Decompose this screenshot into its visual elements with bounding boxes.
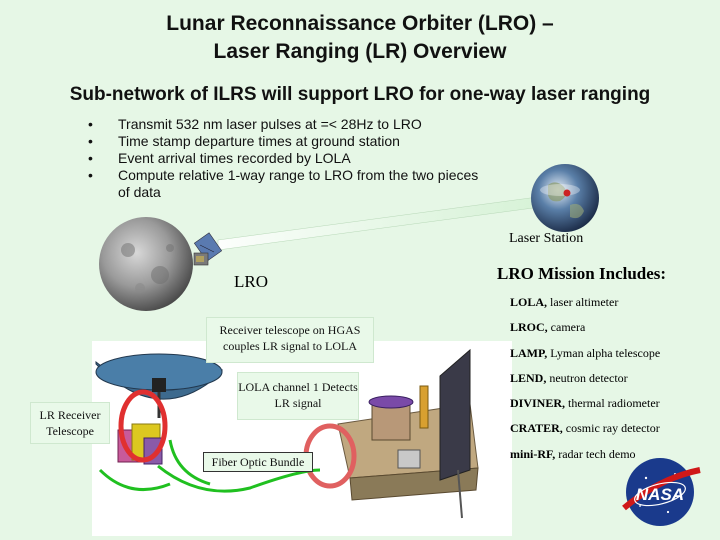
laser-station-label: Laser Station: [509, 231, 584, 246]
lr-receiver-callout: LR Receiver Telescope: [30, 402, 110, 444]
hgas-callout: Receiver telescope on HGAS couples LR si…: [206, 317, 374, 363]
lro-label: LRO: [234, 272, 268, 291]
title-line-2: Laser Ranging (LR) Overview: [213, 40, 507, 63]
moon-image: [99, 217, 193, 311]
bullet-item: Transmit 532 nm laser pulses at =< 28Hz …: [88, 116, 488, 133]
mission-item-lamp: LAMP, Lyman alpha telescope: [510, 345, 661, 360]
title-line-1: Lunar Reconnaissance Orbiter (LRO) –: [166, 12, 554, 35]
mission-item-lola: LOLA, laser altimeter: [510, 295, 619, 309]
mission-heading: LRO Mission Includes:: [497, 264, 667, 283]
mission-item-crater: CRATER, cosmic ray detector: [510, 421, 660, 436]
mission-item-diviner: DIVINER, thermal radiometer: [510, 396, 660, 411]
lola-callout: LOLA channel 1 Detects LR signal: [237, 372, 359, 420]
mission-item-lroc: LROC, camera: [510, 320, 586, 335]
mission-item-minirf: mini-RF, radar tech demo: [510, 446, 636, 461]
mission-item-lend: LEND, neutron detector: [510, 370, 628, 385]
svg-text:NASA: NASA: [636, 485, 684, 504]
earth-image: [531, 164, 599, 232]
bullet-item: Compute relative 1-way range to LRO from…: [88, 167, 488, 201]
mission-list: LOLA, laser altimeter LROC, camera LAMP,…: [510, 290, 660, 467]
bullet-item: Event arrival times recorded by LOLA: [88, 150, 488, 167]
fiber-optic-line: [157, 464, 321, 493]
laser-station-marker: [563, 189, 571, 197]
page-title: Lunar Reconnaissance Orbiter (LRO) – Las…: [0, 10, 720, 66]
lro-instrument-photo: [92, 341, 512, 536]
bullet-list: Transmit 532 nm laser pulses at =< 28Hz …: [88, 116, 488, 201]
nasa-logo: NASA: [622, 458, 701, 526]
laser-beam: [217, 195, 549, 251]
subtitle: Sub-network of ILRS will support LRO for…: [69, 84, 651, 105]
lro-spacecraft-icon: [193, 232, 223, 266]
lr-receiver-highlight: [118, 389, 168, 463]
fiber-callout: Fiber Optic Bundle: [203, 452, 313, 472]
bullet-item: Time stamp departure times at ground sta…: [88, 133, 488, 150]
